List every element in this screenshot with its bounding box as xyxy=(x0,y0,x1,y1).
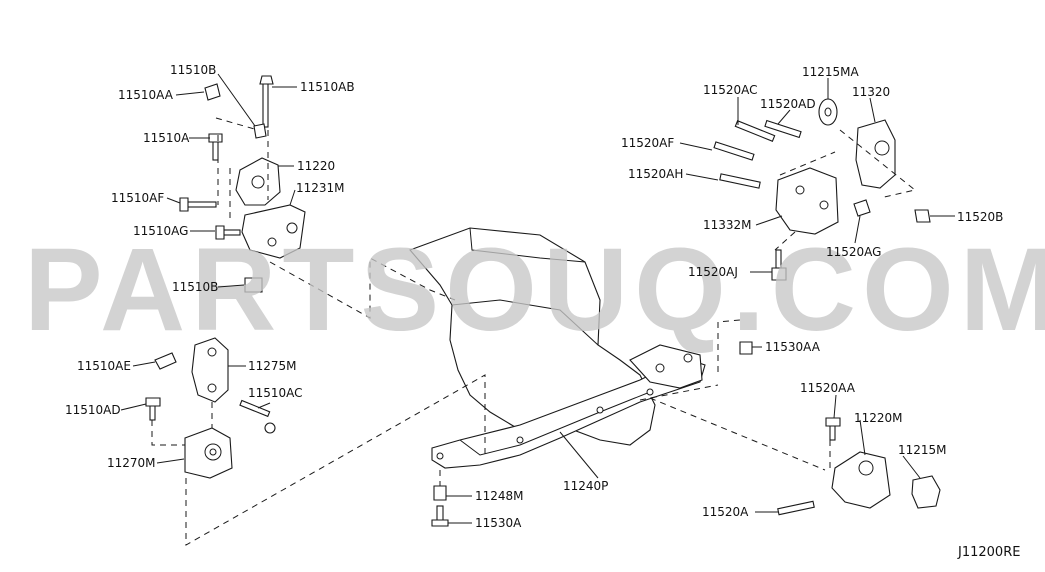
part-label-11510ac[interactable]: 11510AC xyxy=(248,386,303,400)
part-label-11510aa[interactable]: 11510AA xyxy=(118,88,174,102)
part-label-11220[interactable]: 11220 xyxy=(297,159,335,173)
part-label-11240p[interactable]: 11240P xyxy=(563,479,608,493)
part-label-11530a[interactable]: 11530A xyxy=(475,516,522,530)
part-label-11510b-bottom[interactable]: 11510B xyxy=(172,280,218,294)
part-label-11320[interactable]: 11320 xyxy=(852,85,890,99)
part-label-11510af[interactable]: 11510AF xyxy=(111,191,164,205)
part-label-11231m[interactable]: 11231M xyxy=(296,181,345,195)
part-label-11530aa[interactable]: 11530AA xyxy=(765,340,821,354)
part-label-11248m[interactable]: 11248M xyxy=(475,489,524,503)
right-lower-mount-assembly xyxy=(431,341,941,527)
engine-block-outline xyxy=(409,227,656,446)
diagram-reference-code: J11200RE xyxy=(957,545,1020,560)
part-label-11520ad[interactable]: 11520AD xyxy=(760,97,816,111)
rear-mount-assembly xyxy=(713,98,931,281)
part-label-11275m[interactable]: 11275M xyxy=(248,359,297,373)
watermark-text: PARTSOUQ.COM xyxy=(24,224,1045,356)
part-label-11215m[interactable]: 11215M xyxy=(898,443,947,457)
part-label-11215ma[interactable]: 11215MA xyxy=(802,65,860,79)
crossmember xyxy=(431,344,706,469)
part-label-11510ae[interactable]: 11510AE xyxy=(77,359,131,373)
part-label-11270m[interactable]: 11270M xyxy=(107,456,156,470)
lower-left-mount-assembly xyxy=(145,337,276,479)
part-label-11520ag[interactable]: 11520AG xyxy=(826,245,881,259)
part-label-11520aj[interactable]: 11520AJ xyxy=(688,265,738,279)
part-label-11332m[interactable]: 11332M xyxy=(703,218,752,232)
part-labels: 11510B 11510AA 11510AB 11510A 11220 1123… xyxy=(65,63,1003,530)
part-label-11520af[interactable]: 11520AF xyxy=(621,136,674,150)
part-label-11510a[interactable]: 11510A xyxy=(143,131,190,145)
part-label-11510b-top[interactable]: 11510B xyxy=(170,63,216,77)
part-label-11520aa[interactable]: 11520AA xyxy=(800,381,856,395)
part-label-11220m[interactable]: 11220M xyxy=(854,411,903,425)
part-label-11510ag[interactable]: 11510AG xyxy=(133,224,188,238)
part-label-11510ab[interactable]: 11510AB xyxy=(300,80,355,94)
assembly-guide-lines xyxy=(151,117,917,546)
part-label-11520ac[interactable]: 11520AC xyxy=(703,83,758,97)
part-label-11510ad[interactable]: 11510AD xyxy=(65,403,121,417)
part-label-11520ah[interactable]: 11520AH xyxy=(628,167,683,181)
label-leader-lines xyxy=(120,73,955,524)
front-mount-bracket-assembly xyxy=(179,75,306,293)
part-label-11520a[interactable]: 11520A xyxy=(702,505,749,519)
part-label-11520b[interactable]: 11520B xyxy=(957,210,1003,224)
